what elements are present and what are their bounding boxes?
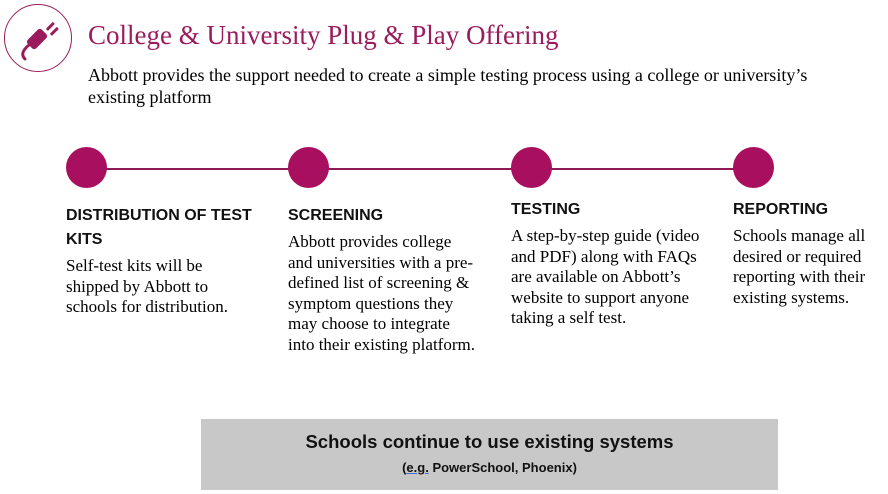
step-body: A step-by-step guide (video and PDF) alo… [511,226,700,327]
step-heading: SCREENING [288,207,384,224]
step-body: Self-test kits will be shipped by Abbott… [66,256,228,316]
banner-eg: e.g. [406,460,429,475]
step-heading: TESTING [511,201,581,218]
step-body: Abbott provides college and universities… [288,232,475,354]
step-body: Schools manage all desired or required r… [733,226,866,307]
timeline-line [86,168,754,170]
step-heading: REPORTING [733,201,829,218]
timeline-dot-screening [288,147,329,188]
step-distribution: DISTRIBUTION OF TEST KITS Self-test kits… [66,204,256,318]
step-heading: DISTRIBUTION OF TEST KITS [66,207,252,248]
banner-main-text: Schools continue to use existing systems [305,431,674,452]
page-subtitle: Abbott provides the support needed to cr… [88,65,808,107]
step-screening: SCREENING Abbott provides college and un… [288,204,478,355]
step-reporting: REPORTING Schools manage all desired or … [733,198,885,308]
plug-icon [21,22,59,61]
page-title: College & University Plug & Play Offerin… [88,20,559,50]
plug-logo [4,4,72,72]
timeline-dot-distribution [66,147,107,188]
banner-sub-text: (e.g. PowerSchool, Phoenix) [201,460,778,475]
timeline-dot-reporting [733,147,774,188]
existing-systems-banner: Schools continue to use existing systems… [201,419,778,490]
step-testing: TESTING A step-by-step guide (video and … [511,198,701,329]
timeline-dot-testing [511,147,552,188]
banner-sub-rest: PowerSchool, Phoenix) [428,460,577,475]
banner-sub-prefix: ( [402,460,407,475]
